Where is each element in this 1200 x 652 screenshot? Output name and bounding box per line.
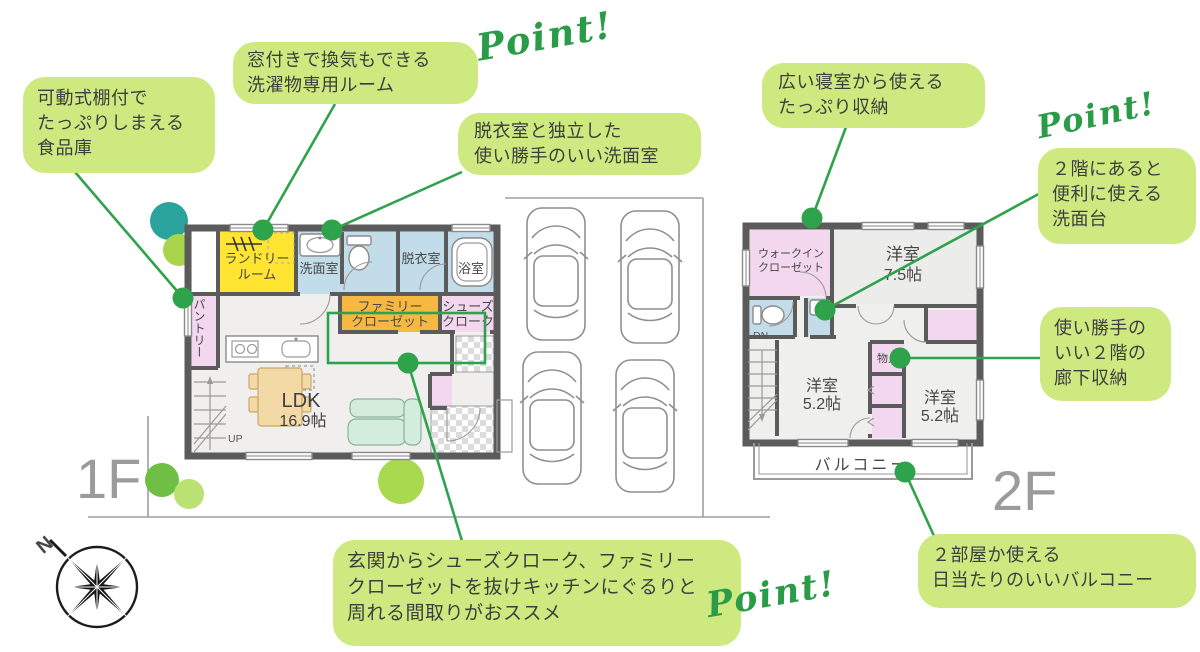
site-boundary (88, 197, 770, 518)
note-bedroom-storage: 広い寝室から使える たっぷり収納 (762, 63, 985, 128)
note-line: ２階にあると (1052, 159, 1163, 179)
label-family-closet-2: クローゼット (351, 314, 429, 329)
label-family-closet: ファミリー (357, 299, 422, 314)
label-pantry: パントリー (192, 298, 206, 358)
toilet-icon (343, 235, 373, 291)
note-line: たっぷり収納 (778, 96, 889, 117)
label-bedroom-right: 洋室 (924, 389, 956, 407)
annotation-connectors (74, 103, 1047, 542)
note-line: 周れる間取りがおススメ (347, 603, 562, 625)
note-line: ２部屋か使える (932, 545, 1061, 565)
label-bedroom-main-size: 7.5帖 (884, 266, 922, 284)
note-line: 広い寝室から使える (778, 72, 944, 92)
label-bedroom-left-size: 5.2帖 (803, 395, 841, 413)
note-line: 玄関からシューズクローク、ファミリー (347, 551, 696, 572)
label-ldk: LDK (282, 390, 322, 412)
label-dn: DN (753, 330, 768, 342)
floor1-label: 1F (76, 447, 141, 510)
toilet-icon-2f (752, 301, 794, 327)
porch-step (496, 399, 513, 453)
label-ldk-size: 16.9帖 (279, 412, 326, 430)
compass-north-label: N (32, 532, 57, 558)
closet-chevrons (866, 385, 875, 427)
closet-right (872, 408, 904, 438)
compass-rose: N (32, 532, 139, 629)
room-dressing (398, 231, 446, 294)
label-bedroom-left: 洋室 (806, 377, 838, 395)
label-up: UP (228, 433, 243, 445)
car-icon (523, 207, 589, 341)
note-line: たっぷりしまえる (37, 112, 185, 133)
tree-icon (145, 463, 179, 497)
genkan-tile (430, 405, 495, 454)
closet-left (872, 376, 904, 406)
note-line: 食品庫 (37, 137, 93, 158)
dining-table (248, 367, 312, 427)
note-line: 使い勝手のいい洗面室 (474, 145, 659, 166)
note-line: クローゼットを抜けキッチンにぐるりと (347, 577, 698, 599)
note-line: 便利に使える (1052, 183, 1163, 204)
entry-door-arc (446, 407, 481, 442)
label-washroom: 洗面室 (299, 261, 338, 276)
washroom-door-arc (299, 293, 331, 325)
note-food-pantry: 可動式棚付で たっぷりしまえる 食品庫 (23, 77, 215, 173)
floor2-label: 2F (992, 459, 1057, 522)
tree-icon (150, 202, 188, 240)
bathtub-icon (419, 237, 493, 291)
hallway-storage (926, 310, 978, 342)
trees (145, 202, 424, 509)
note-line: 使い勝手の (1054, 318, 1147, 338)
label-shoe-cloak: シューズ (442, 299, 493, 314)
parking-area (519, 207, 683, 493)
entry-closet (430, 376, 452, 406)
car-icon (519, 351, 585, 485)
stairs-2f (747, 349, 778, 431)
note-circulation: 玄関からシューズクローク、ファミリー クローゼットを抜けキッチンにぐるりと 周れ… (333, 540, 741, 646)
double-door-arcs (849, 305, 927, 439)
note-washroom: 脱衣室と独立した 使い勝手のいい洗面室 (458, 113, 701, 175)
label-wic: ウォークイン (758, 247, 824, 260)
wic-door-arc (799, 271, 827, 299)
windows-2f (741, 221, 985, 448)
note-washstand-2f: ２階にあると 便利に使える 洗面台 (1038, 148, 1196, 244)
label-bath: 浴室 (458, 261, 484, 276)
floor2-plan: ウォークイン クローゼット 洋室 7.5帖 洋室 5.2帖 洋室 5.2帖 物入… (741, 221, 985, 480)
label-balcony: バルコニー (815, 457, 910, 474)
floor1-plan: ランドリー ルーム 洗面室 脱衣室 浴室 パントリー ファミリー クローゼット … (183, 223, 513, 461)
room-pantry (192, 294, 218, 368)
note-hallway-storage: 使い勝手の いい２階の 廊下収納 (1040, 307, 1171, 401)
kitchen-counter (225, 335, 319, 391)
note-line: 洗濯物専用ルーム (247, 74, 395, 95)
note-line: 窓付きで換気もできる (247, 50, 431, 70)
tree-icon (174, 479, 204, 509)
label-bedroom-right-size: 5.2帖 (921, 407, 959, 425)
balcony (753, 443, 973, 480)
note-laundry-room: 窓付きで換気もできる 洗濯物専用ルーム (233, 42, 478, 104)
car-icon (617, 210, 683, 344)
laundry-rack-icon (226, 232, 295, 264)
note-balcony: ２部屋か使える 日当たりのいいバルコニー (918, 534, 1196, 608)
label-dressing: 脱衣室 (401, 251, 440, 266)
car-icon (612, 359, 678, 493)
note-line: 洗面台 (1052, 208, 1108, 229)
room-wic (750, 230, 832, 296)
note-line: 日当たりのいいバルコニー (932, 569, 1154, 590)
note-line: 廊下収納 (1054, 367, 1128, 388)
label-shoe-cloak-2: クローク (442, 314, 494, 329)
stairs-1f (193, 376, 227, 453)
note-line: 脱衣室と独立した (474, 121, 622, 141)
tree-icon (378, 458, 424, 504)
note-line: いい２階の (1054, 342, 1147, 363)
note-line: 可動式棚付で (37, 88, 148, 108)
label-laundry: ランドリー (224, 251, 289, 266)
sofa (347, 398, 422, 446)
label-bedroom-main: 洋室 (886, 245, 920, 264)
label-laundry-2: ルーム (238, 267, 277, 282)
label-wic-2: クローゼット (758, 261, 824, 274)
entry-hall-tile (455, 335, 495, 373)
